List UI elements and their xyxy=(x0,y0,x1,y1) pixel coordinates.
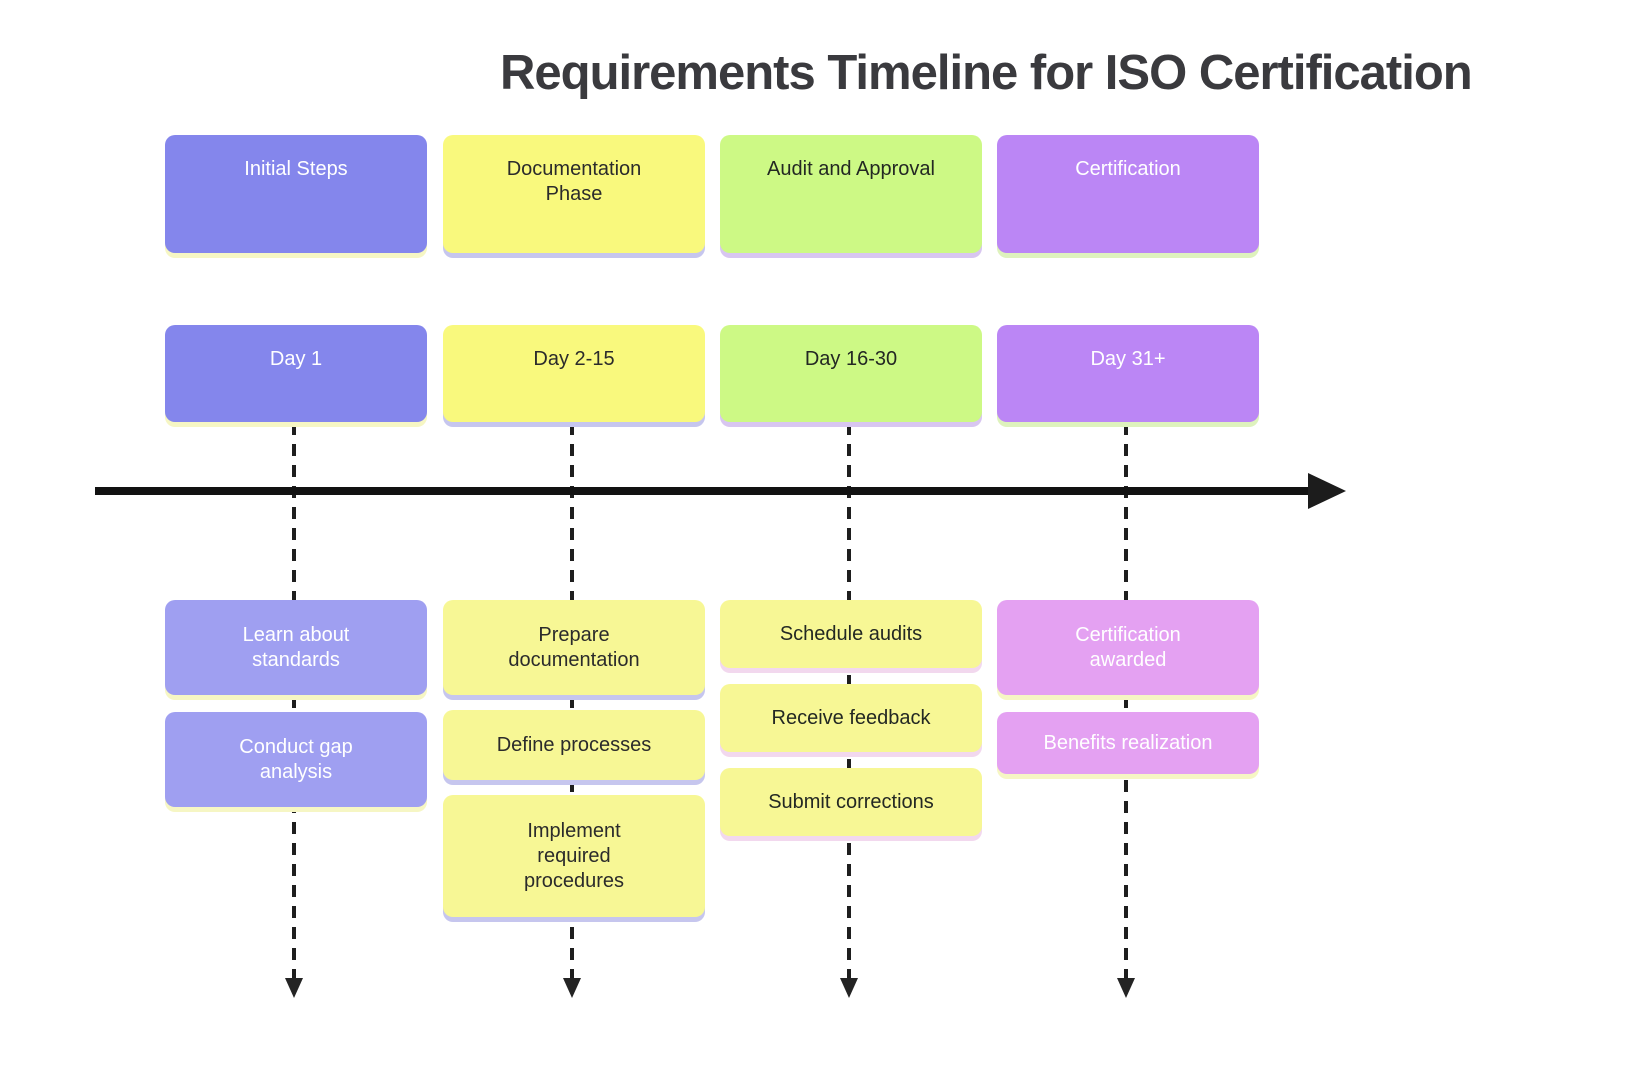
down-arrow-icon xyxy=(285,978,303,998)
task-label: Schedule audits xyxy=(779,622,923,645)
dashed-connector-documentation xyxy=(570,423,574,980)
task-box-schedule-audits: Schedule audits xyxy=(720,600,982,668)
task-label: Implement required procedures xyxy=(523,819,625,892)
phase-label: Initial Steps xyxy=(244,158,348,180)
down-arrow-icon xyxy=(840,978,858,998)
page-title: Requirements Timeline for ISO Certificat… xyxy=(500,46,1473,100)
task-box-conduct-gap-analysis: Conduct gap analysis xyxy=(165,712,427,807)
day-box-day-16-30: Day 16-30 xyxy=(720,325,982,422)
phase-box-certification: Certification xyxy=(997,135,1259,253)
task-label: Receive feedback xyxy=(771,706,931,729)
day-label: Day 1 xyxy=(269,348,323,370)
task-label: Prepare documentation xyxy=(508,623,640,671)
day-label: Day 31+ xyxy=(1090,348,1166,370)
task-box-certification-awarded: Certification awarded xyxy=(997,600,1259,695)
phase-box-audit-and-approval: Audit and Approval xyxy=(720,135,982,253)
task-box-prepare-documentation: Prepare documentation xyxy=(443,600,705,695)
task-label: Benefits realization xyxy=(1043,731,1213,754)
phase-box-documentation-phase: Documentation Phase xyxy=(443,135,705,253)
task-box-learn-about-standards: Learn about standards xyxy=(165,600,427,695)
timeline-axis xyxy=(95,487,1310,495)
down-arrow-icon xyxy=(563,978,581,998)
day-label: Day 2-15 xyxy=(533,348,615,370)
phase-label: Audit and Approval xyxy=(767,158,935,180)
down-arrow-icon xyxy=(1117,978,1135,998)
day-box-day-31-plus: Day 31+ xyxy=(997,325,1259,422)
phase-label: Documentation Phase xyxy=(506,158,642,205)
task-box-receive-feedback: Receive feedback xyxy=(720,684,982,752)
right-arrow-icon xyxy=(1308,473,1346,509)
task-label: Define processes xyxy=(496,733,652,756)
task-box-submit-corrections: Submit corrections xyxy=(720,768,982,836)
day-label: Day 16-30 xyxy=(804,348,898,370)
task-label: Submit corrections xyxy=(768,790,934,813)
phase-label: Certification xyxy=(1075,158,1181,180)
day-box-day-1: Day 1 xyxy=(165,325,427,422)
task-box-implement-required-procedures: Implement required procedures xyxy=(443,795,705,917)
phase-box-initial-steps: Initial Steps xyxy=(165,135,427,253)
task-box-define-processes: Define processes xyxy=(443,710,705,780)
day-box-day-2-15: Day 2-15 xyxy=(443,325,705,422)
dashed-connector-initial-steps xyxy=(292,423,296,980)
task-label: Learn about standards xyxy=(242,623,350,671)
dashed-connector-certification xyxy=(1124,423,1128,980)
task-label: Certification awarded xyxy=(1075,623,1181,671)
task-label: Conduct gap analysis xyxy=(239,735,353,783)
task-box-benefits-realization: Benefits realization xyxy=(997,712,1259,774)
